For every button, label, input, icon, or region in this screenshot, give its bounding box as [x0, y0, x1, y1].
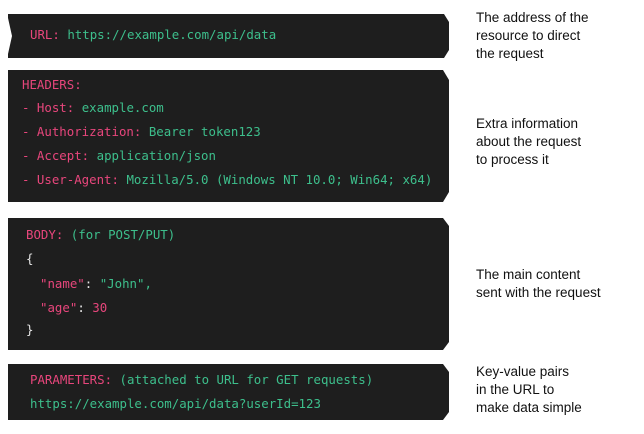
- header-key: - Authorization:: [22, 124, 142, 139]
- url-description-line: resource to direct: [476, 28, 581, 43]
- parameters-label-line: PARAMETERS: (attached to URL for GET req…: [30, 371, 373, 389]
- body-field-value: "John",: [99, 276, 152, 291]
- body-label-line: BODY: (for POST/PUT): [26, 226, 175, 244]
- body-close-brace: }: [26, 322, 34, 337]
- url-value: https://example.com/api/data: [67, 27, 277, 42]
- url-description-line: the request: [476, 46, 544, 61]
- header-value: Bearer token123: [148, 124, 261, 139]
- url-code-panel: URL: https://example.com/api/data: [8, 14, 449, 58]
- parameters-label: PARAMETERS:: [30, 372, 113, 387]
- body-open-brace: {: [26, 251, 34, 266]
- body-field-key: "name": [40, 276, 85, 291]
- parameters-description: Key-value pairs in the URL to make data …: [476, 363, 636, 417]
- url-line: URL: https://example.com/api/data: [30, 26, 276, 44]
- body-field-colon: :: [77, 300, 85, 315]
- headers-description-line: Extra information: [476, 116, 579, 131]
- header-item: - Authorization: Bearer token123: [22, 123, 261, 141]
- headers-code-panel: HEADERS: - Host: example.com - Authoriza…: [8, 70, 449, 202]
- body-field: "age": 30: [40, 299, 107, 317]
- body-note: (for POST/PUT): [70, 227, 176, 242]
- parameters-code-panel: PARAMETERS: (attached to URL for GET req…: [8, 364, 449, 420]
- body-code-panel: BODY: (for POST/PUT) { "name": "John", "…: [8, 218, 449, 350]
- url-description: The address of the resource to direct th…: [476, 9, 636, 63]
- header-key: - User-Agent:: [22, 172, 119, 187]
- body-field-key: "age": [40, 300, 78, 315]
- headers-label: HEADERS:: [22, 77, 82, 92]
- url-description-line: The address of the: [476, 10, 589, 25]
- header-item: - User-Agent: Mozilla/5.0 (Windows NT 10…: [22, 171, 432, 189]
- body-field: "name": "John",: [40, 275, 152, 293]
- header-item: - Accept: application/json: [22, 147, 216, 165]
- header-value: application/json: [96, 148, 216, 163]
- parameters-url: https://example.com/api/data?userId=123: [30, 396, 321, 411]
- header-item: - Host: example.com: [22, 99, 164, 117]
- header-value: example.com: [81, 100, 164, 115]
- parameters-description-line: Key-value pairs: [476, 364, 570, 379]
- headers-description: Extra information about the request to p…: [476, 115, 636, 169]
- body-description-line: The main content: [476, 267, 581, 282]
- body-description-line: sent with the request: [476, 285, 601, 300]
- parameters-description-line: make data simple: [476, 400, 582, 415]
- body-description: The main content sent with the request: [476, 266, 636, 302]
- parameters-description-line: in the URL to: [476, 382, 555, 397]
- parameters-note: (attached to URL for GET requests): [119, 372, 374, 387]
- body-field-value: 30: [92, 300, 108, 315]
- body-field-colon: :: [84, 276, 93, 291]
- headers-label-line: HEADERS:: [22, 76, 82, 94]
- headers-description-line: about the request: [476, 134, 582, 149]
- header-value: Mozilla/5.0 (Windows NT 10.0; Win64; x64…: [126, 172, 433, 187]
- header-key: - Accept:: [22, 148, 90, 163]
- url-label: URL:: [30, 27, 60, 42]
- body-label: BODY:: [26, 227, 64, 242]
- header-key: - Host:: [22, 100, 75, 115]
- headers-description-line: to process it: [476, 152, 549, 167]
